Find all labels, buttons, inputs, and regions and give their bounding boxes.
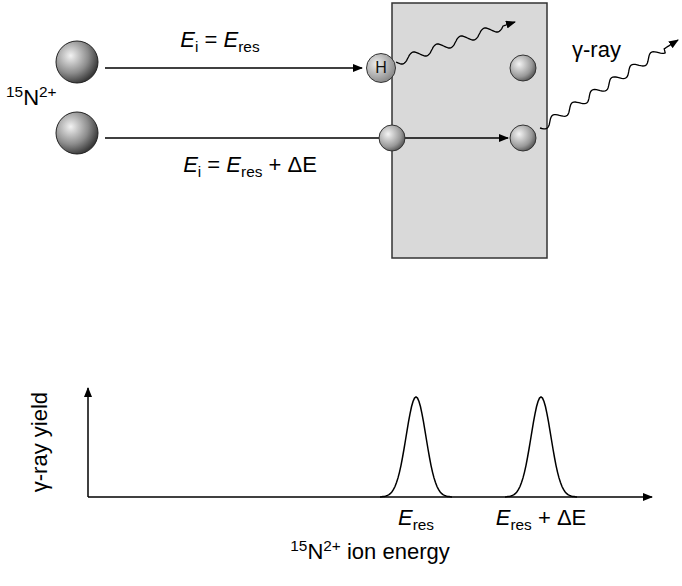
beam-arrow: [105, 67, 362, 69]
resonance-peak: [380, 397, 452, 497]
energy-label: Ei = Eres: [180, 28, 259, 52]
ion-sphere: [56, 41, 98, 83]
atom: [510, 125, 536, 151]
x-axis: [88, 496, 652, 498]
atom-label: H: [375, 60, 387, 76]
tick-label: Eres: [398, 506, 434, 530]
atom: [379, 125, 405, 151]
ion-label: 15N2+: [6, 86, 57, 110]
energy-label: Ei = Eres + ΔE: [183, 153, 317, 177]
ion-sphere: [56, 112, 98, 154]
gamma-ray-wave: [396, 22, 515, 64]
target-sample: [392, 3, 547, 258]
axis-title: γ-ray yield: [28, 392, 52, 492]
hydrogen-atom: H: [366, 53, 396, 83]
axis-title: 15N2+ ion energy: [290, 540, 449, 564]
beam-arrow: [105, 137, 508, 139]
tick-label: Eres + ΔE: [496, 506, 587, 530]
resonance-peak: [505, 397, 577, 497]
gamma-label: γ-ray: [572, 38, 621, 62]
y-axis: [87, 388, 89, 497]
atom: [510, 55, 536, 81]
